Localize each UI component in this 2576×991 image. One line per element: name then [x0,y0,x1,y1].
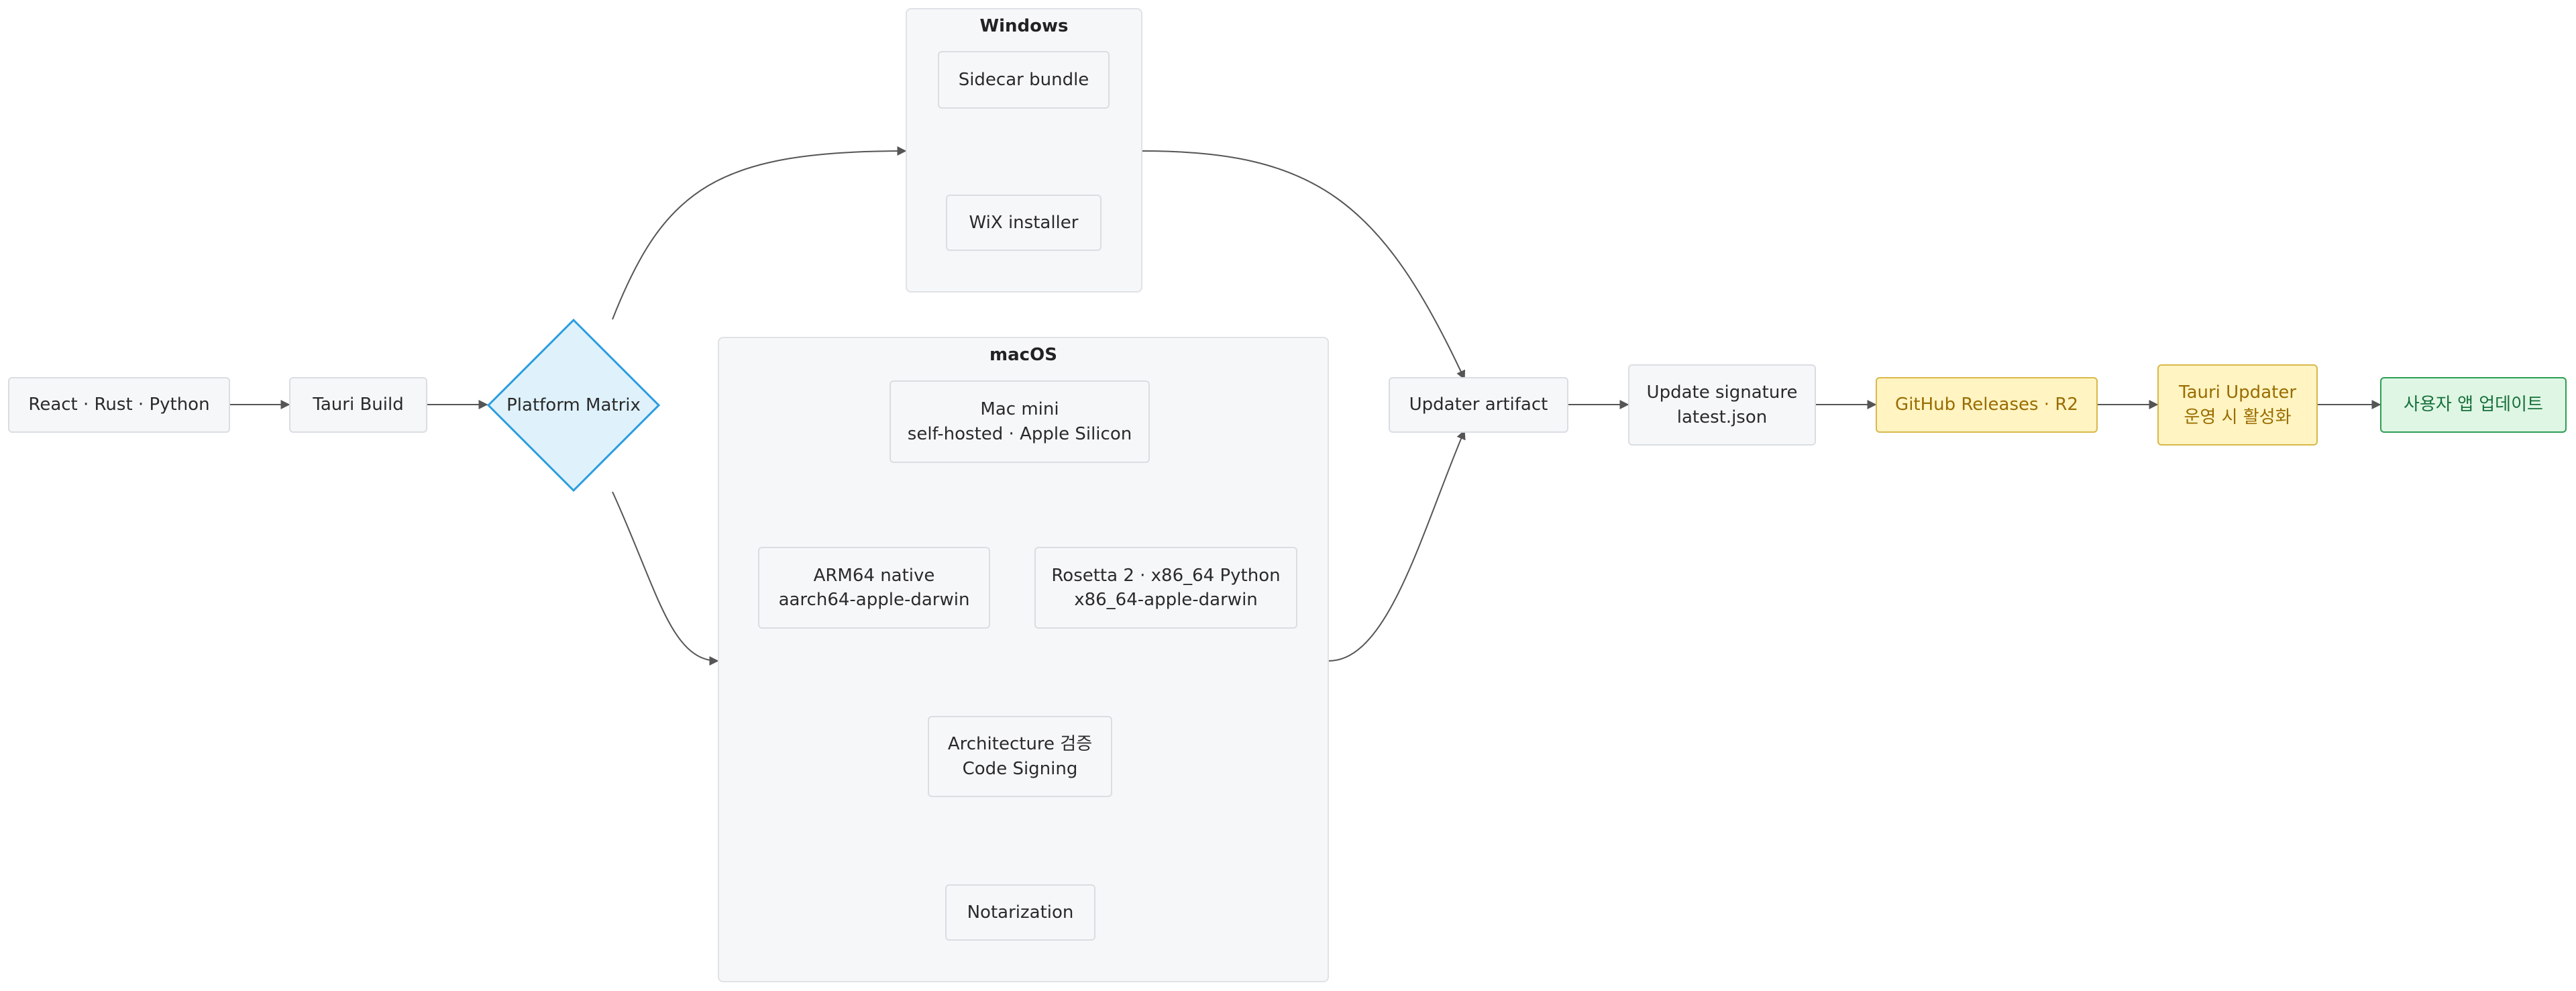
architecture-verify-node[interactable]: Architecture 검증 Code Signing [928,716,1112,797]
macos-group-title: macOS [989,345,1057,365]
edge-macos-to-updater [1328,429,1466,662]
updater-artifact-node[interactable]: Updater artifact [1389,377,1568,433]
sources-node[interactable]: React · Rust · Python [8,377,230,433]
edge-matrix-to-windows [612,146,907,320]
edge-matrix-to-macos [612,491,719,666]
tauri-updater-node[interactable]: Tauri Updater 운영 시 활성화 [2157,364,2318,446]
edge-windows-to-updater [1141,150,1466,380]
user-app-update-node[interactable]: 사용자 앱 업데이트 [2380,377,2567,433]
tauri-build-node[interactable]: Tauri Build [289,377,427,433]
rosetta-node[interactable]: Rosetta 2 · x86_64 Python x86_64-apple-d… [1034,547,1297,629]
github-releases-node[interactable]: GitHub Releases · R2 [1876,377,2098,433]
notarization-node[interactable]: Notarization [945,884,1095,941]
sidecar-bundle-node[interactable]: Sidecar bundle [938,51,1110,109]
windows-group-title: Windows [979,16,1069,36]
wix-installer-node[interactable]: WiX installer [946,195,1102,251]
update-signature-node[interactable]: Update signature latest.json [1628,364,1816,446]
platform-matrix-label: Platform Matrix [506,395,641,415]
arm64-native-node[interactable]: ARM64 native aarch64-apple-darwin [758,547,990,629]
mac-mini-node[interactable]: Mac mini self-hosted · Apple Silicon [890,380,1150,463]
platform-matrix-diamond[interactable] [487,319,660,492]
